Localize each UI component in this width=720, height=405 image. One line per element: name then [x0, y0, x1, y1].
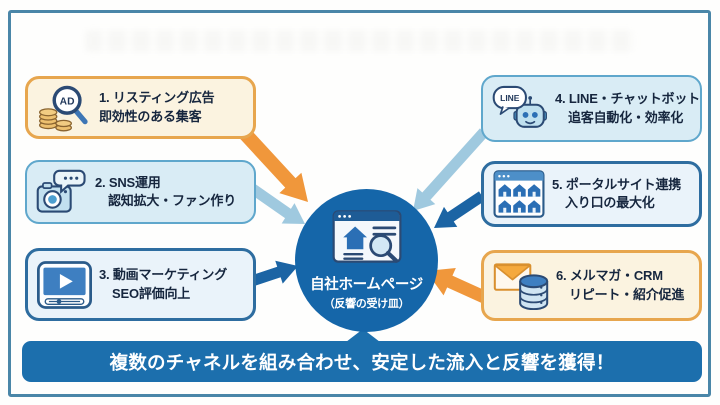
center-title: 自社ホームページ: [310, 277, 423, 293]
line-chatbot-icon: LINE: [492, 85, 548, 133]
channel-5-subtitle: 入り口の最大化: [565, 195, 655, 210]
ad-label: AD: [60, 96, 75, 107]
channel-1-subtitle: 即効性のある集客: [99, 108, 202, 124]
channel-card-mail-crm: 6. メルマガ・CRM リピート・紹介促進: [481, 250, 702, 321]
video-player-icon: [37, 260, 92, 309]
browser-home-search-icon: [332, 210, 402, 268]
portal-sites-icon: [493, 170, 545, 218]
channel-3-text: 3. 動画マーケティング SEO評価向上: [99, 266, 227, 302]
channel-3-subtitle: SEO評価向上: [112, 285, 191, 301]
channel-6-text: 6. メルマガ・CRM リピート・紹介促進: [556, 267, 684, 303]
faded-title-remnant: [85, 30, 635, 52]
channel-5-title: 5. ポータルサイト連携: [552, 176, 682, 192]
channel-4-text: 4. LINE・チャットボット 追客自動化・効率化: [555, 90, 700, 126]
channel-card-sns: 2. SNS運用 認知拡大・ファン作り: [25, 160, 256, 224]
ad-search-coins-icon: AD: [37, 84, 92, 132]
line-label: LINE: [500, 92, 520, 102]
channel-2-text: 2. SNS運用 認知拡大・ファン作り: [95, 174, 236, 210]
channel-6-subtitle: リピート・紹介促進: [569, 286, 685, 302]
bottom-banner: 複数のチャネルを組み合わせ、安定した流入と反響を獲得！: [22, 329, 702, 382]
channel-card-video: 3. 動画マーケティング SEO評価向上: [25, 248, 256, 321]
channel-card-listing-ads: AD 1. リスティング広告 即効性のある集客: [25, 76, 256, 139]
channel-1-text: 1. リスティング広告 即効性のある集客: [99, 89, 215, 125]
channel-4-subtitle: 追客自動化・効率化: [568, 109, 684, 125]
channel-6-title: 6. メルマガ・CRM: [556, 268, 663, 284]
channel-3-title: 3. 動画マーケティング: [99, 267, 228, 283]
mail-database-icon: [493, 261, 549, 310]
channel-5-text: 5. ポータルサイト連携 入り口の最大化: [552, 176, 681, 212]
camera-chat-icon: [36, 168, 88, 217]
channel-2-subtitle: 認知拡大・ファン作り: [108, 193, 237, 208]
channel-card-portal: 5. ポータルサイト連携 入り口の最大化: [481, 161, 702, 227]
channel-2-title: 2. SNS運用: [95, 174, 161, 190]
channel-4-title: 4. LINE・チャットボット: [555, 91, 700, 107]
center-homepage-circle: 自社ホームページ （反響の受け皿）: [295, 189, 438, 332]
channel-card-line-chatbot: LINE 4. LINE・チャットボット 追客自動化・効率化: [481, 75, 702, 142]
banner-text: 複数のチャネルを組み合わせ、安定した流入と反響を獲得！: [109, 351, 615, 373]
channel-1-title: 1. リスティング広告: [99, 90, 215, 106]
center-subtitle: （反響の受け皿）: [323, 298, 410, 310]
